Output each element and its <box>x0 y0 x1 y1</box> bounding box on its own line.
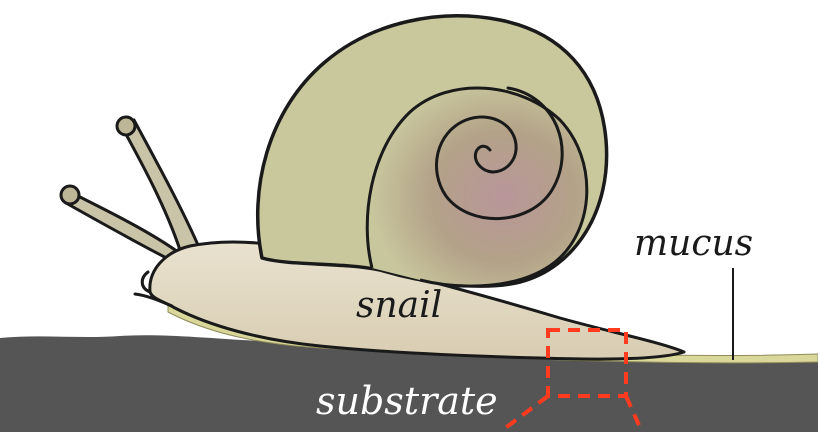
mucus-label: mucus <box>634 223 753 264</box>
substrate-label: substrate <box>316 379 498 423</box>
shell <box>258 16 607 286</box>
tentacles <box>61 117 198 268</box>
snail-label: snail <box>356 285 442 326</box>
lower-tentacle-eye <box>61 186 79 204</box>
upper-tentacle-eye <box>117 117 135 135</box>
